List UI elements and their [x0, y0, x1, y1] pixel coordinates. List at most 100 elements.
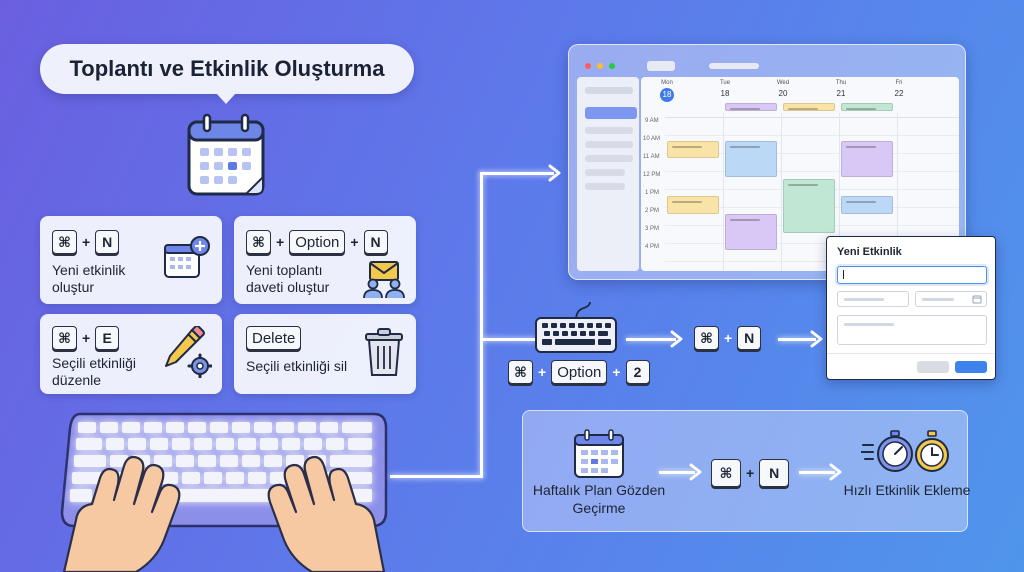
sidebar-item[interactable]	[585, 127, 633, 134]
cancel-button[interactable]	[917, 361, 949, 373]
calendar-event[interactable]	[841, 141, 893, 177]
weekly-calendar-icon	[574, 429, 624, 478]
n-key: N	[363, 230, 388, 254]
day-date: 20	[778, 89, 788, 98]
calendar-sidebar	[577, 77, 639, 271]
calendar-add-icon	[164, 236, 210, 278]
day-name: Fri	[895, 80, 903, 86]
shortcut-card-new-event: ⌘ + N Yeni etkinlik oluştur	[40, 216, 222, 304]
sidebar-item[interactable]	[585, 183, 625, 190]
workflow-panel: Haftalık Plan Gözden Geçirme ⌘ + N Hızlı…	[522, 410, 970, 532]
day-header[interactable]: Tue 18	[710, 80, 740, 98]
day-date: 21	[836, 89, 846, 98]
plus-sign: +	[82, 330, 91, 346]
shortcut-keys: ⌘ + E	[52, 326, 120, 350]
day-header[interactable]: Wed 20	[768, 80, 798, 98]
shortcut-keys: Delete	[246, 326, 302, 350]
sidebar-item-active[interactable]	[585, 107, 637, 119]
all-day-event[interactable]	[783, 103, 835, 111]
minimize-window-icon[interactable]	[597, 63, 603, 69]
time-label: 12 PM	[643, 172, 661, 178]
calendar-event[interactable]	[725, 214, 777, 250]
all-day-event[interactable]	[841, 103, 893, 111]
new-event-dialog: Yeni Etkinlik	[826, 236, 996, 380]
command-key: ⌘	[52, 230, 77, 254]
toolbar-button[interactable]	[647, 61, 675, 71]
command-key: ⌘	[508, 360, 533, 384]
arrow-right-icon	[548, 164, 561, 182]
time-label: 3 PM	[645, 226, 660, 232]
shortcut-keys: ⌘ + Option + N	[246, 230, 388, 254]
calendar-event[interactable]	[725, 141, 777, 177]
save-button[interactable]	[955, 361, 987, 373]
sidebar-item[interactable]	[585, 141, 633, 148]
shortcut-card-edit-event: ⌘ + E Seçili etkinliği düzenle	[40, 314, 222, 394]
day-header[interactable]: Thu 21	[826, 80, 856, 98]
sidebar-item[interactable]	[585, 87, 633, 94]
dialog-title: Yeni Etkinlik	[837, 246, 902, 258]
day-header[interactable]: Mon 18	[652, 80, 682, 102]
day-name: Mon	[661, 80, 673, 86]
time-label: 2 PM	[645, 208, 660, 214]
day-date: 18	[720, 89, 730, 98]
calendar-picker-icon	[972, 295, 982, 304]
time-label: 11 AM	[643, 154, 660, 160]
time-label: 10 AM	[643, 136, 661, 142]
calendar-event[interactable]	[667, 196, 719, 214]
page-title: Toplantı ve Etkinlik Oluşturma	[40, 44, 414, 104]
shortcut-label: Yeni toplantı daveti oluştur	[246, 262, 330, 295]
shortcut-label: Seçili etkinliği sil	[246, 358, 348, 374]
keyboard-illustration	[60, 412, 388, 572]
plus-sign: +	[350, 234, 359, 250]
flow-line	[482, 338, 536, 341]
toolbar-field[interactable]	[709, 63, 759, 69]
calendar-app-window: Mon 18 Tue 18 Wed 20 Thu 21 Fri 22	[568, 44, 966, 280]
command-key: ⌘	[694, 326, 719, 350]
flow-line	[480, 172, 483, 478]
command-key: ⌘	[52, 326, 77, 350]
flow-line	[480, 172, 554, 175]
shortcut-label: Yeni etkinlik oluştur	[52, 262, 126, 295]
plus-sign: +	[276, 234, 285, 250]
shortcut-alt-keys: ⌘ + Option + 2	[508, 360, 650, 384]
two-key: 2	[625, 360, 650, 384]
shortcut-main-keys: ⌘ + N	[694, 326, 762, 350]
day-name: Thu	[835, 80, 847, 86]
flow-line	[659, 471, 695, 474]
maximize-window-icon[interactable]	[609, 63, 615, 69]
time-label: 1 PM	[645, 190, 660, 196]
option-key: Option	[289, 230, 346, 254]
event-title-input[interactable]	[837, 266, 987, 284]
e-key: E	[95, 326, 120, 350]
n-key: N	[95, 230, 120, 254]
quick-add-label: Hızlı Etkinlik Ekleme	[843, 482, 971, 498]
arrow-right-icon	[829, 463, 842, 481]
calendar-event[interactable]	[667, 141, 719, 158]
plus-sign: +	[82, 234, 91, 250]
event-notes-field[interactable]	[837, 315, 987, 345]
event-date-field[interactable]	[837, 291, 909, 307]
arrow-right-icon	[810, 330, 823, 348]
close-window-icon[interactable]	[585, 63, 591, 69]
calendar-event[interactable]	[783, 179, 835, 233]
shortcut-card-meeting-invite: ⌘ + Option + N Yeni toplantı daveti oluş…	[234, 216, 416, 304]
calendar-event[interactable]	[841, 196, 893, 214]
sidebar-item[interactable]	[585, 169, 625, 176]
n-key: N	[737, 326, 762, 350]
bottom-shortcut-keys: ⌘ + N	[711, 459, 790, 487]
flow-line	[626, 338, 676, 341]
sidebar-item[interactable]	[585, 155, 633, 162]
day-name: Wed	[776, 80, 790, 86]
plus-sign: +	[538, 364, 547, 380]
all-day-event[interactable]	[725, 103, 777, 111]
shortcut-label: Seçili etkinliği düzenle	[52, 355, 137, 388]
time-label: 9 AM	[645, 118, 659, 124]
shortcut-card-delete-event: Delete Seçili etkinliği sil	[234, 314, 416, 394]
stopwatch-icon	[861, 430, 949, 472]
command-key: ⌘	[711, 459, 741, 487]
page-title-text: Toplantı ve Etkinlik Oluşturma	[69, 56, 385, 81]
day-header[interactable]: Fri 22	[884, 80, 914, 98]
flow-line	[778, 338, 816, 341]
time-label: 4 PM	[645, 244, 660, 250]
event-time-field[interactable]	[915, 291, 987, 307]
